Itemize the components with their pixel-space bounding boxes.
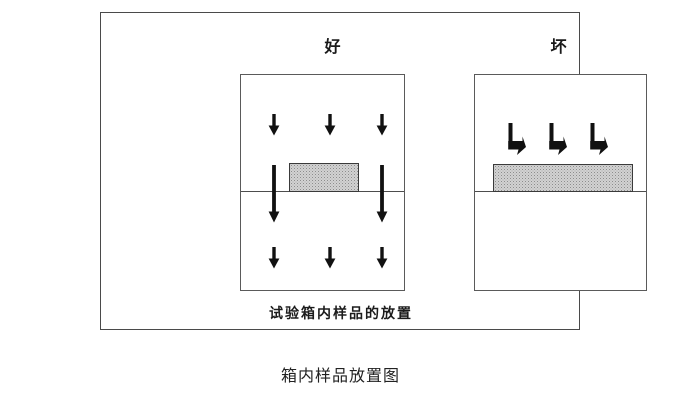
- outer-chamber-frame: 好 坏: [100, 12, 647, 330]
- chamber-panel-good: [240, 74, 405, 291]
- chamber-panel-bad: [474, 74, 647, 291]
- figure-scan-area: 好 坏: [100, 12, 647, 330]
- deflected-arrow-icon: [548, 123, 568, 157]
- panel-label-good: 好: [324, 37, 342, 56]
- down-arrow-icon: [324, 247, 336, 269]
- figure-bottom-caption: 箱内样品放置图: [280, 366, 400, 385]
- down-arrow-long-icon: [376, 165, 388, 223]
- down-arrow-icon: [268, 247, 280, 269]
- sample-block-bad: [493, 164, 633, 192]
- figure-inner-caption: 试验箱内样品的放置: [269, 306, 413, 322]
- deflected-arrow-icon: [507, 123, 527, 157]
- sample-block-good: [289, 163, 359, 192]
- down-arrow-long-icon: [268, 165, 280, 223]
- panel-label-bad: 坏: [550, 37, 568, 56]
- down-arrow-icon: [324, 114, 336, 136]
- down-arrow-icon: [268, 114, 280, 136]
- deflected-arrow-icon: [589, 123, 609, 157]
- down-arrow-icon: [376, 114, 388, 136]
- down-arrow-icon: [376, 247, 388, 269]
